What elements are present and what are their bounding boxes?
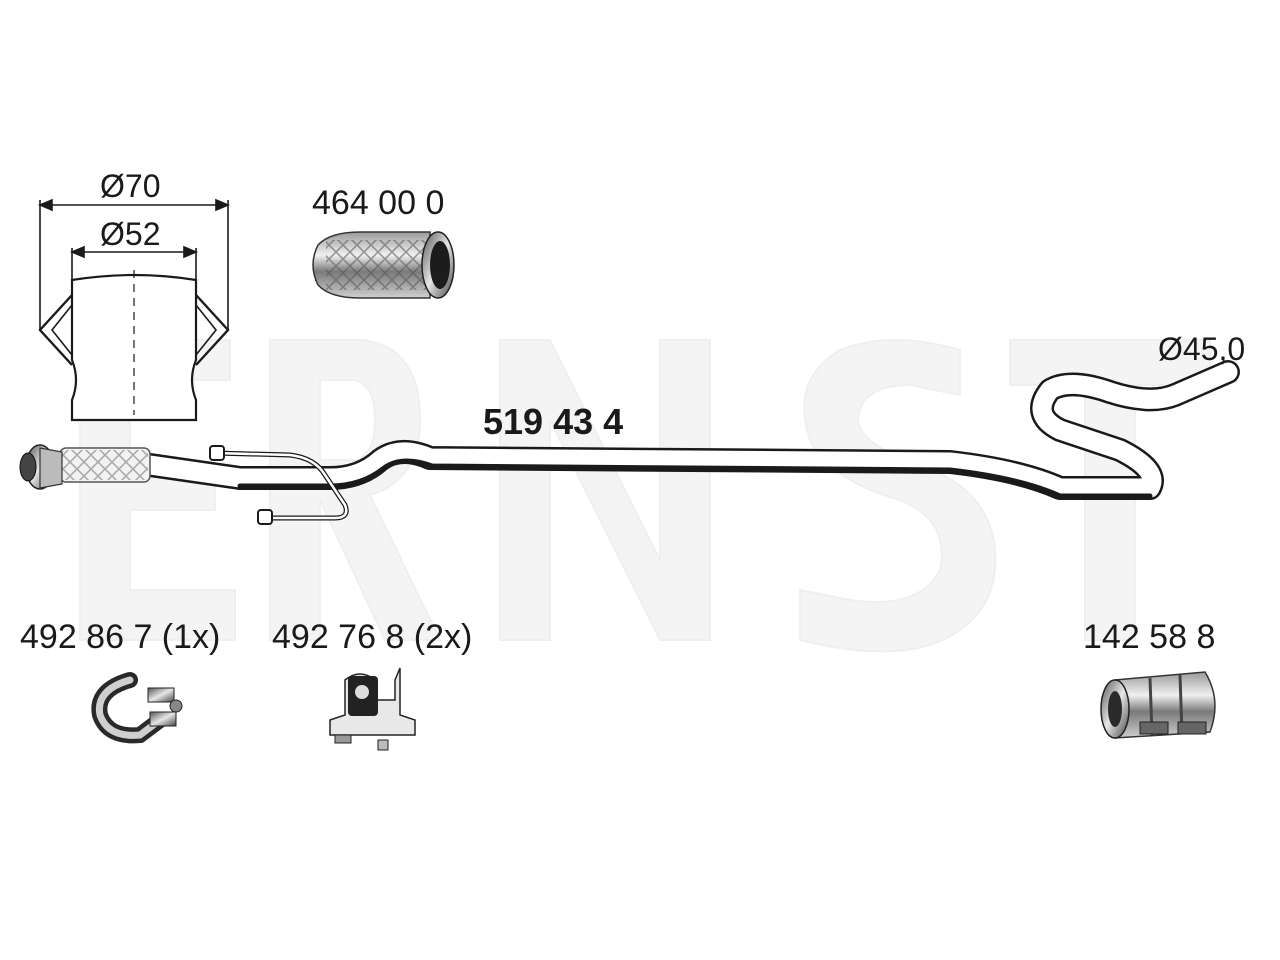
flex-pipe-illustration xyxy=(312,231,455,299)
outlet-diameter: Ø45,0 xyxy=(1158,331,1246,367)
mount-illustration xyxy=(329,667,416,751)
main-part-number: 519 43 4 xyxy=(483,401,624,442)
clamp-illustration xyxy=(91,672,183,744)
main-pipe-illustration xyxy=(19,360,1240,525)
dimension-outer-diameter: Ø70 xyxy=(100,168,161,204)
connector-illustration xyxy=(1100,671,1216,739)
dimension-inner-diameter: Ø52 xyxy=(100,216,161,252)
flex-pipe-part-number: 464 00 0 xyxy=(312,184,445,222)
dimension-drawing xyxy=(37,198,231,422)
connector-part-number: 142 58 8 xyxy=(1083,618,1216,656)
mount-part-number: 492 76 8 (2x) xyxy=(272,618,473,656)
clamp-part-number: 492 86 7 (1x) xyxy=(20,618,221,656)
